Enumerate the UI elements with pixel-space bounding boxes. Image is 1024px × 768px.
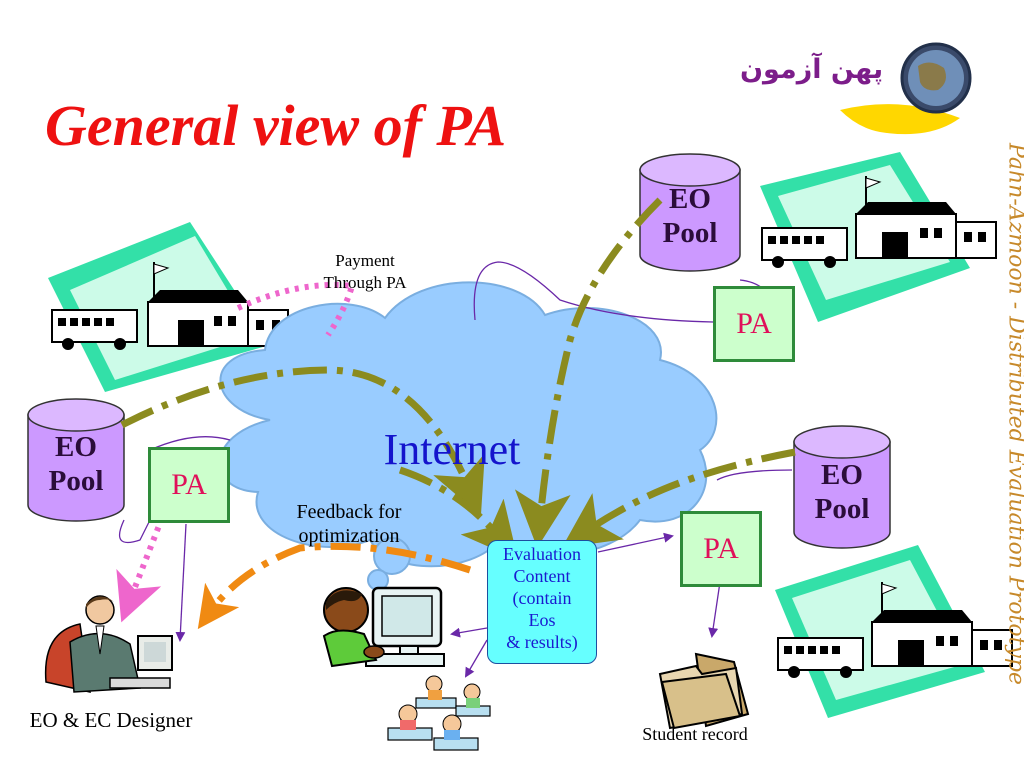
eo-pool-line1: EO [669, 183, 711, 215]
page-title: General view of PA [45, 93, 507, 158]
school-icon-left [51, 262, 289, 350]
feedback-label-line: optimization [298, 525, 400, 547]
pa-box-bottom-right: PA [680, 511, 762, 587]
eo-pool-left-cylinder [27, 398, 125, 522]
pa-box-top-right: PA [713, 286, 795, 362]
student-record-label: Student record [642, 724, 748, 744]
school-icon-top-right [761, 176, 997, 268]
evaluation-content-line: Content [513, 566, 571, 586]
pa-label: PA [703, 532, 739, 565]
evaluation-content-line: & results) [506, 632, 578, 652]
side-caption-text: Pahn-Azmoon - Distributed Evaluation Pro… [1003, 143, 1024, 685]
evaluation-content-box: Evaluation Content (contain Eos & result… [487, 540, 597, 664]
pa-label: PA [171, 468, 207, 501]
eo-pool-line2: Pool [814, 493, 870, 525]
evaluation-content-line: Evaluation [503, 544, 581, 564]
evaluation-content-line: (contain [512, 588, 572, 608]
eo-pool-line2: Pool [662, 217, 718, 249]
eo-pool-right-cylinder [793, 425, 891, 549]
side-caption: Pahn-Azmoon - Distributed Evaluation Pro… [1001, 84, 1024, 744]
designer-label: EO & EC Designer [29, 708, 193, 732]
student-computer-icon [322, 586, 445, 668]
orange-feedback-arrow [197, 542, 472, 630]
payment-label-line: Payment [335, 251, 395, 270]
evaluation-content-line: Eos [528, 610, 556, 630]
pink-payment-arrows [116, 281, 356, 623]
payment-label: Payment Through PA [300, 250, 430, 294]
globe-icon [900, 42, 972, 114]
folder-icon [658, 652, 750, 730]
school-icon-bottom-right [777, 582, 1013, 678]
eo-pool-left-label: EO Pool [28, 430, 124, 498]
classroom-students-icon [387, 675, 491, 751]
eo-pool-top-label: EO Pool [640, 182, 740, 250]
eo-pool-line1: EO [55, 431, 97, 463]
logo-text: پهن آزمون [740, 54, 884, 85]
pa-label: PA [736, 307, 772, 340]
eo-pool-line1: EO [821, 459, 863, 491]
thin-connectors [119, 261, 793, 678]
eo-pool-line2: Pool [48, 465, 104, 497]
eo-pool-top-cylinder [639, 153, 741, 272]
feedback-label: Feedback for optimization [268, 500, 430, 548]
internet-label: Internet [383, 425, 521, 474]
olive-flow-arrows [120, 197, 796, 560]
eo-pool-right-label: EO Pool [794, 458, 890, 526]
payment-label-line: Through PA [323, 273, 407, 292]
feedback-label-line: Feedback for [296, 501, 402, 523]
pa-box-left: PA [148, 447, 230, 523]
designer-person-icon [44, 595, 173, 693]
